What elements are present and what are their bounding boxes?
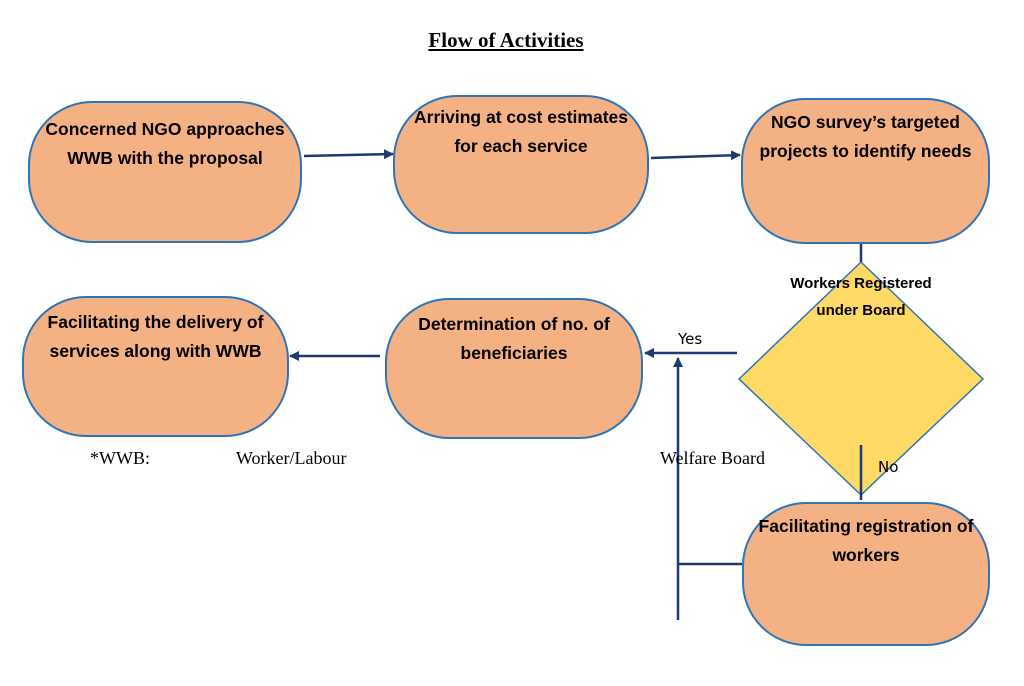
node-beneficiaries: Determination of no. of beneficiaries	[385, 298, 643, 439]
edge-label-yes: Yes	[678, 330, 703, 348]
edge-label-no: No	[878, 458, 899, 476]
node-service-delivery: Facilitating the delivery of services al…	[22, 296, 289, 437]
footnote-abbreviation: *WWB:	[90, 448, 150, 468]
node-ngo-approaches: Concerned NGO approaches WWB with the pr…	[28, 101, 302, 243]
node-worker-registration: Facilitating registration of workers	[742, 502, 990, 646]
decision-label: Workers Registered under Board	[790, 275, 932, 319]
arrow-n2-to-n3	[650, 150, 741, 161]
footnote-text-part2: Welfare Board	[660, 448, 765, 468]
footnote-text-part1: Worker/Labour	[236, 448, 347, 468]
node-ngo-survey: NGO survey’s targeted projects to identi…	[741, 98, 990, 244]
node-cost-estimates: Arriving at cost estimates for each serv…	[393, 95, 649, 234]
arrow-n1-to-n2	[303, 149, 394, 160]
page-title: Flow of Activities	[428, 28, 584, 52]
